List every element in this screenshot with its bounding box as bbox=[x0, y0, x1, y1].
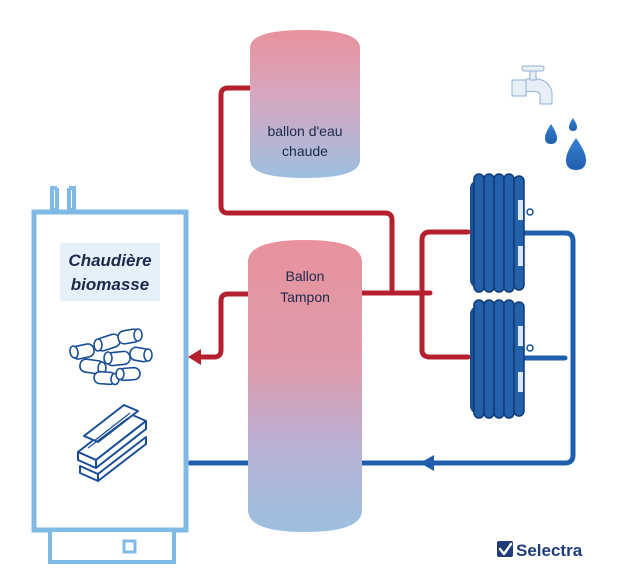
hot-water-tank-label-1: ballon d'eau bbox=[267, 123, 342, 139]
hot-pipe-radiator-lower bbox=[419, 290, 471, 360]
hot-pipe-to-boiler bbox=[197, 291, 255, 360]
hot-pipe-radiator-upper bbox=[419, 229, 471, 296]
boiler-label-2: biomasse bbox=[71, 275, 149, 294]
boiler-label-1: Chaudière bbox=[68, 251, 151, 270]
biomass-boiler: Chaudière biomasse bbox=[31, 186, 189, 564]
radiator-lower bbox=[470, 299, 534, 419]
cold-pipes bbox=[187, 230, 576, 466]
hot-pipes bbox=[197, 85, 471, 360]
buffer-tank-label-1: Ballon bbox=[286, 268, 325, 284]
boiler-label-bg bbox=[60, 243, 160, 301]
boiler-base bbox=[48, 528, 176, 564]
wood-planks-icon bbox=[77, 404, 147, 482]
hot-water-tank-label-2: chaude bbox=[282, 143, 328, 159]
boiler-control-panel bbox=[122, 539, 137, 554]
water-drops-icon bbox=[545, 118, 586, 170]
hot-flow-arrow bbox=[188, 349, 201, 365]
cold-return-upper bbox=[427, 230, 576, 466]
cold-flow-arrow bbox=[420, 455, 434, 471]
water-tap-icon bbox=[511, 65, 553, 105]
radiator-upper bbox=[470, 173, 534, 293]
buffer-tank: Ballon Tampon bbox=[248, 240, 362, 532]
checkmark-logo-icon bbox=[497, 541, 513, 557]
wood-logs-icon bbox=[69, 328, 153, 386]
brand-name: Selectra bbox=[516, 541, 583, 560]
radiator-icon bbox=[470, 173, 534, 419]
hot-water-tank: ballon d'eau chaude bbox=[250, 30, 360, 178]
brand-logo: Selectra bbox=[497, 541, 583, 560]
buffer-tank-label-2: Tampon bbox=[280, 289, 330, 305]
hot-pipe-dhw-loop bbox=[218, 85, 395, 296]
